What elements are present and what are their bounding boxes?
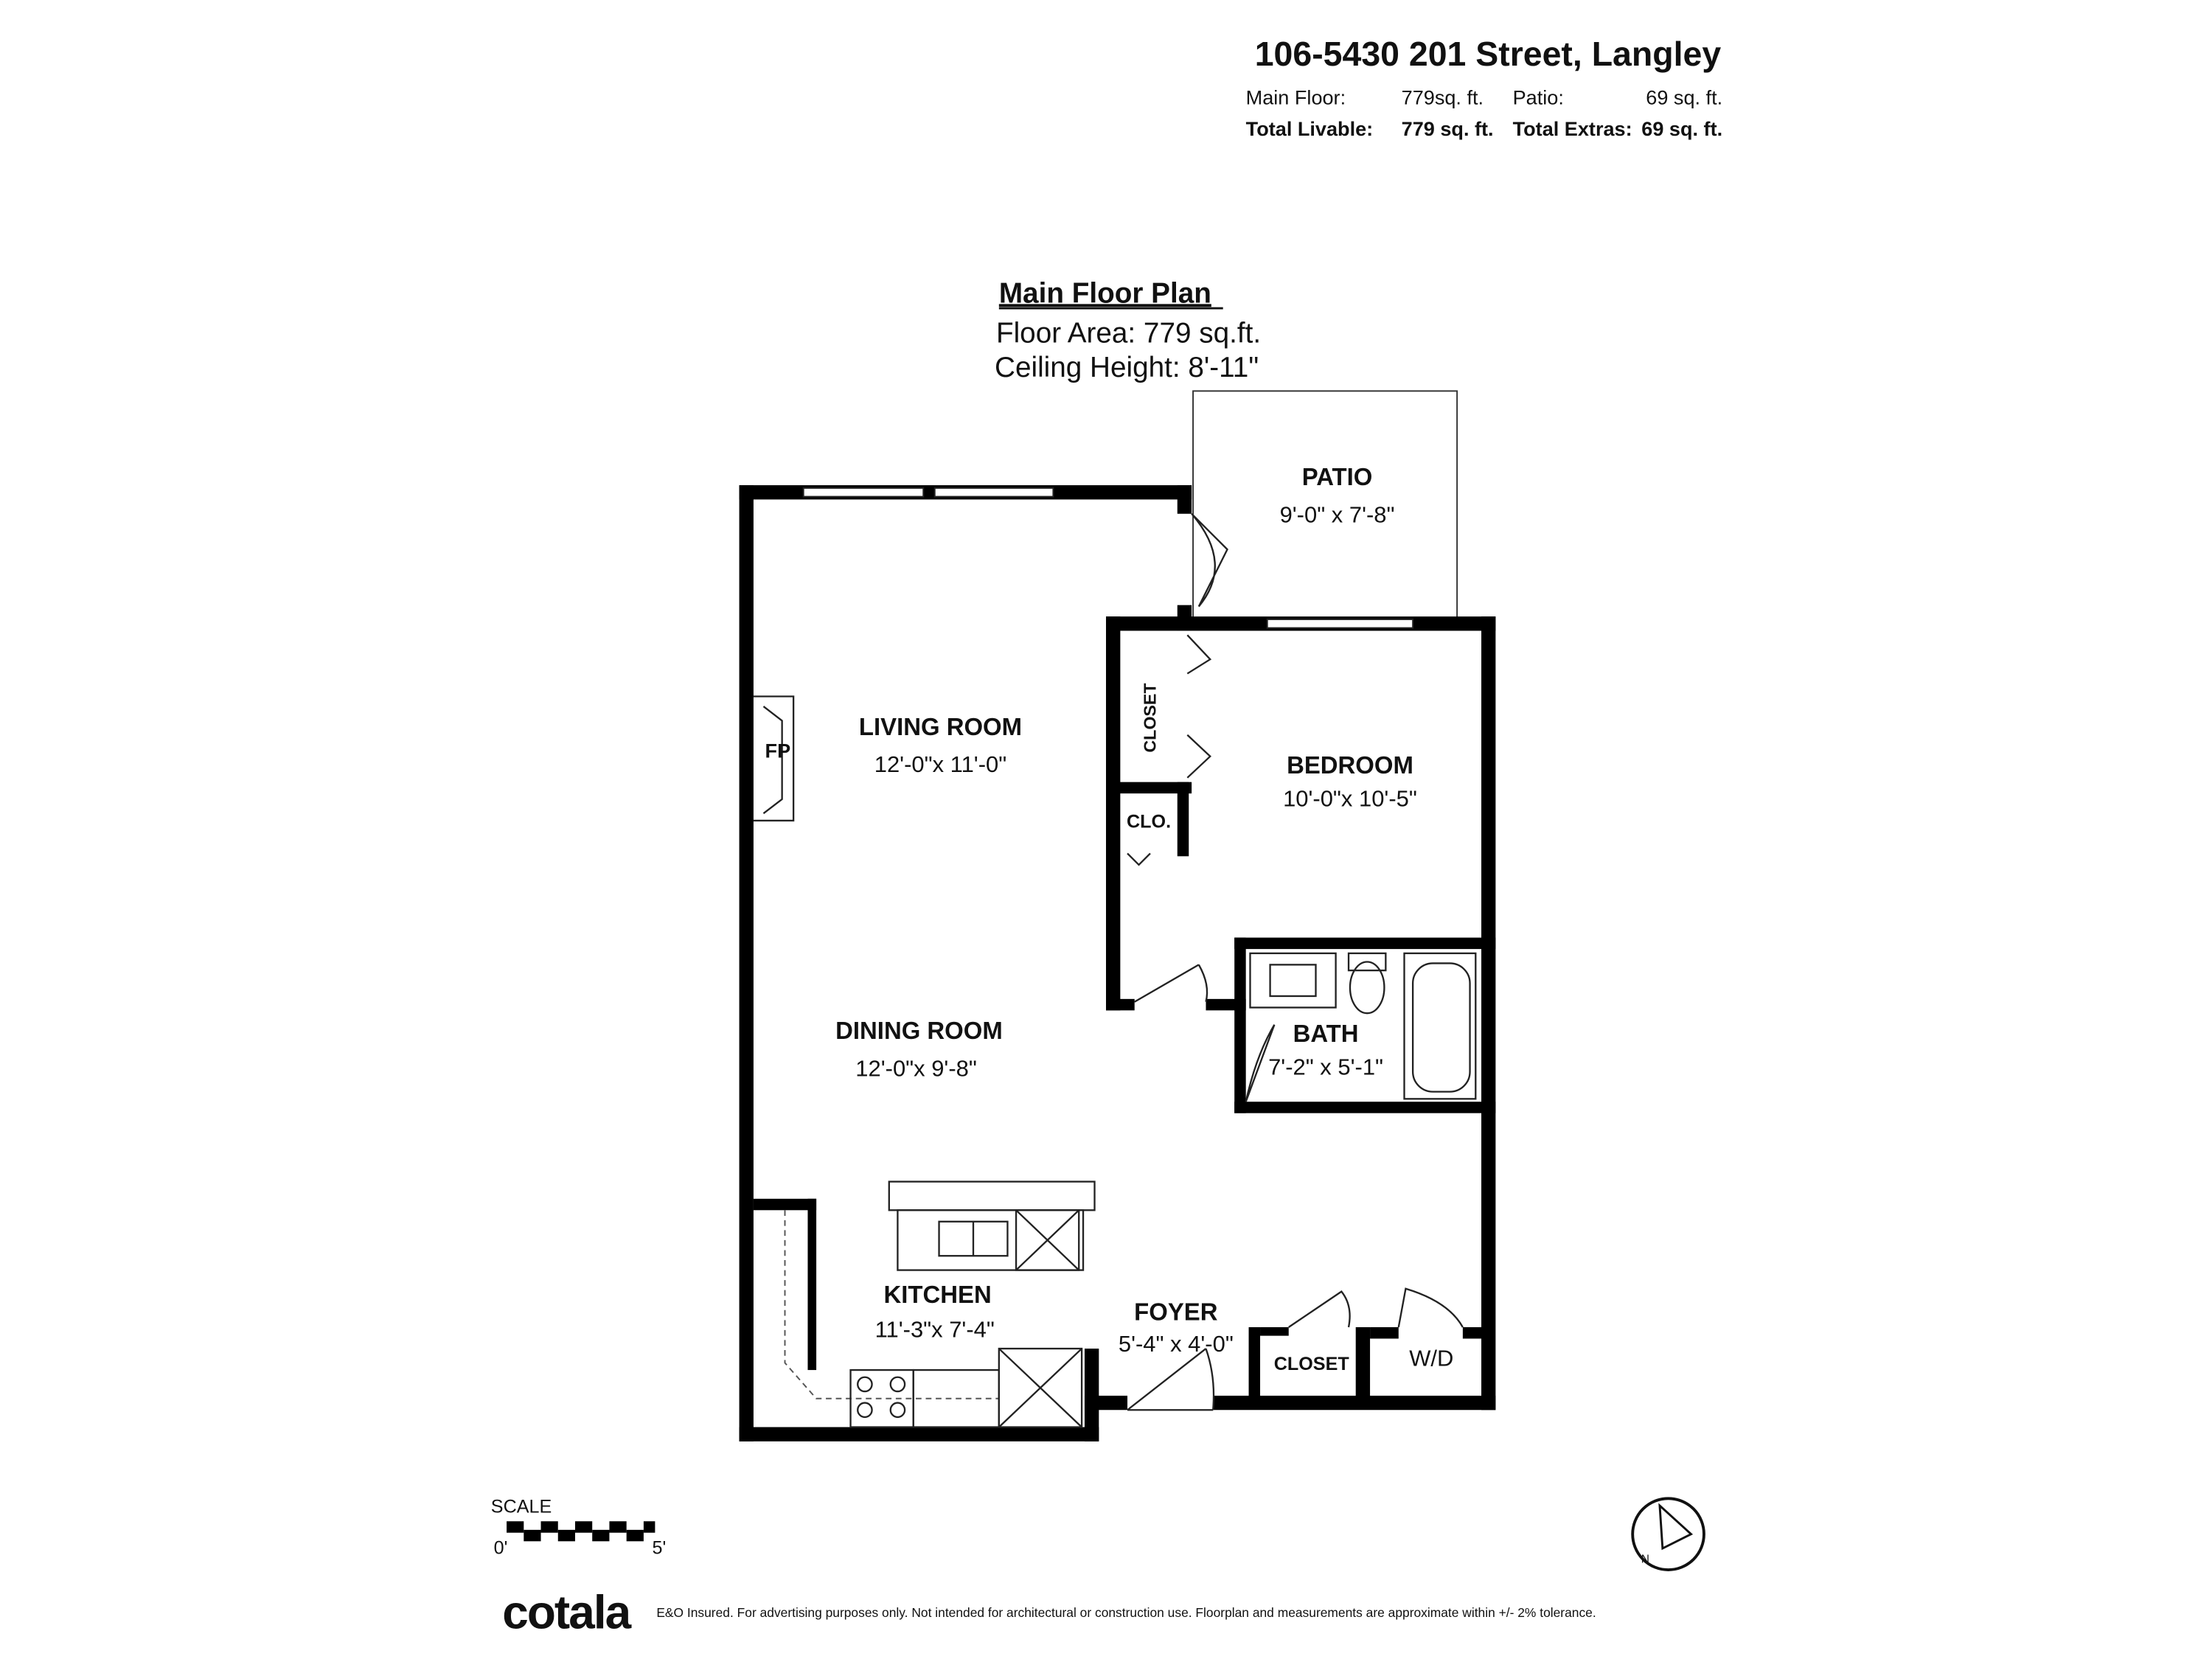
washer-dryer-label: W/D xyxy=(1409,1345,1453,1371)
scale-bar xyxy=(507,1521,655,1542)
bathtub-inner xyxy=(1411,962,1471,1093)
fridge-cross xyxy=(998,1348,1082,1428)
cotala-logo: cotala xyxy=(502,1585,631,1638)
patio-name: PATIO xyxy=(1302,463,1373,490)
bathtub-icon xyxy=(1403,952,1477,1100)
window xyxy=(1266,619,1414,629)
clo-label: CLO. xyxy=(1127,812,1171,832)
dishwasher-cross xyxy=(1015,1209,1080,1271)
burners xyxy=(857,1376,906,1419)
main-floor-value: 779sq. ft. xyxy=(1402,86,1484,108)
foyer-closet-label: CLOSET xyxy=(1274,1354,1350,1374)
bath-dims: 7'-2" x 5'-1" xyxy=(1268,1054,1383,1079)
floor-area: Floor Area: 779 sq.ft. xyxy=(996,318,1261,349)
dining-room-name: DINING ROOM xyxy=(835,1017,1003,1044)
toilet-tank xyxy=(1347,952,1387,972)
scale-start: 0' xyxy=(494,1538,508,1559)
bedroom-door xyxy=(1134,964,1208,1003)
closet-bifold-door xyxy=(1186,634,1212,779)
wd-door xyxy=(1397,1287,1464,1328)
bedroom-name: BEDROOM xyxy=(1287,751,1413,779)
closet-door xyxy=(1288,1290,1351,1328)
clo-door xyxy=(1127,852,1151,866)
patio-dims: 9'-0" x 7'-8" xyxy=(1280,501,1395,527)
patio-label: Patio: xyxy=(1513,86,1564,108)
living-room-name: LIVING ROOM xyxy=(859,713,1022,740)
window xyxy=(802,487,925,498)
north-arrow-icon: N xyxy=(1631,1497,1705,1571)
plan-title: Main Floor Plan xyxy=(999,277,1211,309)
fridge-icon xyxy=(998,1347,1083,1428)
kitchen-dims: 11'-3"x 7'-4" xyxy=(875,1317,995,1343)
dining-room-dims: 12'-0"x 9'-8" xyxy=(855,1055,977,1081)
bedroom-dims: 10'-0"x 10'-5" xyxy=(1283,786,1417,812)
entry-door xyxy=(1127,1348,1215,1411)
bedroom-closet-label: CLOSET xyxy=(1141,683,1160,752)
scale-end: 5' xyxy=(653,1538,667,1559)
svg-text:N: N xyxy=(1641,1553,1649,1565)
disclaimer: E&O Insured. For advertising purposes on… xyxy=(656,1605,1596,1620)
foyer-name: FOYER xyxy=(1134,1298,1218,1325)
kitchen-island xyxy=(897,1209,1085,1271)
bath-vanity xyxy=(1249,952,1337,1009)
window xyxy=(933,487,1054,498)
address-title: 106-5430 201 Street, Langley xyxy=(1255,35,1722,73)
bath-name: BATH xyxy=(1293,1020,1359,1047)
living-room-dims: 12'-0"x 11'-0" xyxy=(874,751,1006,777)
patio-door xyxy=(1191,512,1228,608)
foyer-dims: 5'-4" x 4'-0" xyxy=(1119,1331,1234,1357)
bath-door xyxy=(1245,1024,1276,1102)
main-floor-label: Main Floor: xyxy=(1246,86,1346,108)
kitchen-name: KITCHEN xyxy=(884,1281,992,1308)
total-livable-label: Total Livable: xyxy=(1246,117,1374,140)
patio-value: 69 sq. ft. xyxy=(1646,86,1722,108)
dishwasher-icon xyxy=(1015,1209,1080,1271)
toilet-icon xyxy=(1349,961,1385,1015)
total-livable-value: 779 sq. ft. xyxy=(1402,117,1494,140)
scale-label: SCALE xyxy=(491,1497,552,1517)
sink-icon xyxy=(1269,964,1317,998)
fireplace xyxy=(753,695,795,822)
kitchen-island-top xyxy=(888,1180,1096,1211)
total-extras-value: 69 sq. ft. xyxy=(1641,117,1722,140)
kitchen-counter xyxy=(784,1210,999,1399)
fireplace-label: FP xyxy=(765,740,791,762)
total-extras-label: Total Extras: xyxy=(1513,117,1632,140)
ceiling-height: Ceiling Height: 8'-11" xyxy=(995,352,1259,383)
